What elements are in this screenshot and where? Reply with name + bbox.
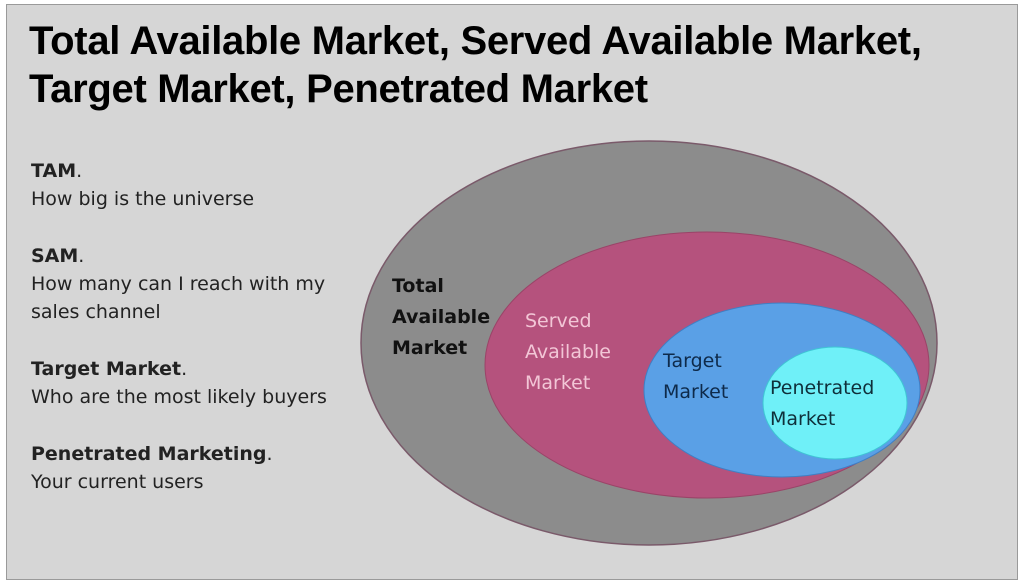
definition-term: Target Market. bbox=[31, 358, 188, 380]
definition-term: TAM. bbox=[31, 160, 83, 182]
penetrated-market-label: Penetrated Market bbox=[770, 377, 880, 430]
slide: Total Available Market, Served Available… bbox=[6, 4, 1018, 580]
penetrated-market-ellipse bbox=[762, 346, 908, 460]
definition-penetrated-marketing: Penetrated Marketing. Your current users bbox=[31, 440, 351, 496]
definition-term: SAM. bbox=[31, 245, 85, 267]
definition-description: Who are the most likely buyers bbox=[31, 386, 327, 408]
market-nested-ellipses: Total Available Market Served Available … bbox=[360, 140, 938, 546]
definition-description: Your current users bbox=[31, 471, 204, 493]
tam-label: Total Available Market bbox=[392, 275, 497, 359]
definition-sam: SAM. How many can I reach with my sales … bbox=[31, 242, 351, 326]
definition-description: How big is the universe bbox=[31, 188, 255, 210]
definition-term: Penetrated Marketing. bbox=[31, 443, 273, 465]
slide-title: Total Available Market, Served Available… bbox=[29, 19, 922, 111]
definition-tam: TAM. How big is the universe bbox=[31, 157, 351, 213]
definition-target-market: Target Market. Who are the most likely b… bbox=[31, 355, 351, 411]
definition-description: How many can I reach with my sales chann… bbox=[31, 273, 326, 323]
definitions-list: TAM. How big is the universe SAM. How ma… bbox=[31, 157, 351, 525]
sam-label: Served Available Market bbox=[525, 310, 617, 394]
target-market-label: Target Market bbox=[662, 350, 728, 403]
